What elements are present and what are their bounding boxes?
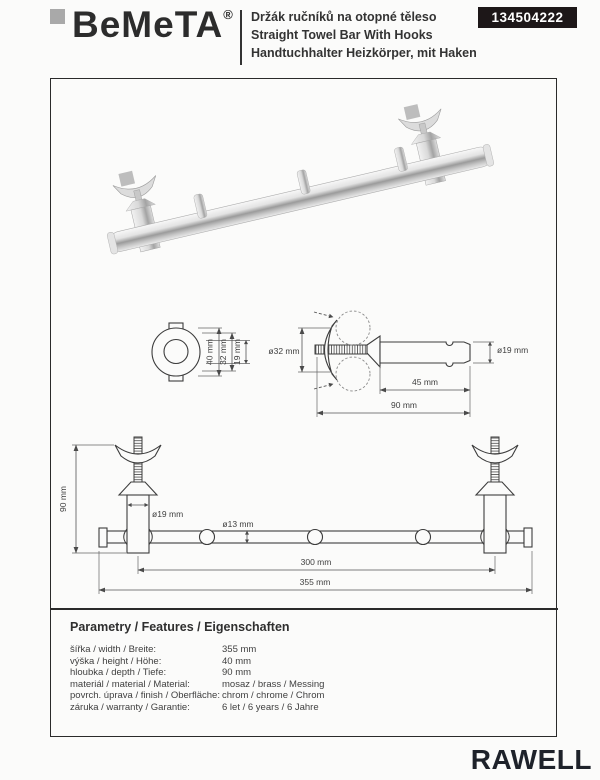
- dim-label-355mm: 355 mm: [300, 577, 331, 587]
- param-value: 355 mm: [222, 644, 257, 655]
- param-label: záruka / warranty / Garantie:: [70, 701, 190, 713]
- parameters-heading: Parametry / Features / Eigenschaften: [70, 620, 290, 634]
- product-photo: [106, 104, 494, 255]
- param-row-height: výška / height / Höhe: 40 mm: [70, 656, 500, 668]
- front-left-mount: [114, 436, 162, 554]
- param-label: šířka / width / Breite:: [70, 644, 157, 655]
- param-row-depth: hloubka / depth / Tiefe: 90 mm: [70, 667, 500, 679]
- mount-side-view-drawing: ø32 mm 45 mm 90 mm ø19 mm: [268, 310, 528, 417]
- product-title-de: Handtuchhalter Heizkörper, mit Haken: [251, 46, 477, 60]
- param-row-material: materiál / material / Material: mosaz / …: [70, 679, 500, 691]
- parameters-divider: [50, 608, 558, 610]
- front-right-mount: [471, 436, 519, 554]
- dim-label-300mm: 300 mm: [301, 557, 332, 567]
- param-value: 40 mm: [222, 655, 252, 667]
- dim-label-90mm-front: 90 mm: [58, 486, 68, 512]
- dim-label-19mm: 19 mm: [232, 339, 242, 365]
- param-row-warranty: záruka / warranty / Garantie: 6 let / 6 …: [70, 702, 500, 714]
- param-value: chrom / chrome / Chrom: [222, 690, 325, 702]
- param-value: 90 mm: [222, 667, 252, 679]
- product-title-cs: Držák ručníků na otopné těleso: [251, 10, 437, 24]
- dim-label-d19mm-front: ø19 mm: [152, 509, 183, 519]
- param-row-finish: povrch. úprava / finish / Oberfläche: ch…: [70, 690, 500, 702]
- brand-logo: BeMeTA®: [72, 6, 233, 43]
- param-value: 6 let / 6 years / 6 Jahre: [222, 701, 319, 713]
- photo-hook-pegs: [193, 146, 408, 219]
- header-divider: [240, 10, 242, 65]
- dim-label-d13mm: ø13 mm: [222, 519, 253, 529]
- bar-front-view-drawing: 90 mm ø19 mm ø13 mm 300 mm 355 mm: [58, 436, 533, 594]
- dim-label-d32mm: ø32 mm: [268, 346, 299, 356]
- footer-brand: RAWELL: [470, 744, 592, 775]
- product-code-badge: 134504222: [478, 7, 577, 28]
- dim-label-40mm: 40 mm: [205, 339, 215, 365]
- param-label: materiál / material / Material:: [70, 678, 190, 690]
- drawing-frame: [50, 78, 557, 737]
- param-row-width: šířka / width / Breite: 355 mm: [70, 644, 500, 656]
- photo-bar: [110, 146, 491, 252]
- logo-square-icon: [50, 9, 65, 24]
- product-title-en: Straight Towel Bar With Hooks: [251, 28, 433, 42]
- param-label: povrch. úprava / finish / Oberfläche:: [70, 690, 220, 702]
- parameters-table: šířka / width / Breite: 355 mm výška / h…: [70, 644, 500, 714]
- dim-label-90mm-side: 90 mm: [391, 400, 417, 410]
- param-label: hloubka / depth / Tiefe:: [70, 667, 167, 679]
- dim-label-d19mm-side: ø19 mm: [497, 345, 528, 355]
- registered-mark: ®: [223, 7, 233, 22]
- brand-logo-text: BeMeTA: [72, 4, 224, 45]
- mount-front-view-drawing: 40 mm 32 mm 19 mm: [151, 322, 250, 382]
- param-value: mosaz / brass / Messing: [222, 678, 325, 690]
- dim-label-32mm: 32 mm: [218, 339, 228, 365]
- dim-label-45mm: 45 mm: [412, 377, 438, 387]
- param-label: výška / height / Höhe:: [70, 655, 162, 667]
